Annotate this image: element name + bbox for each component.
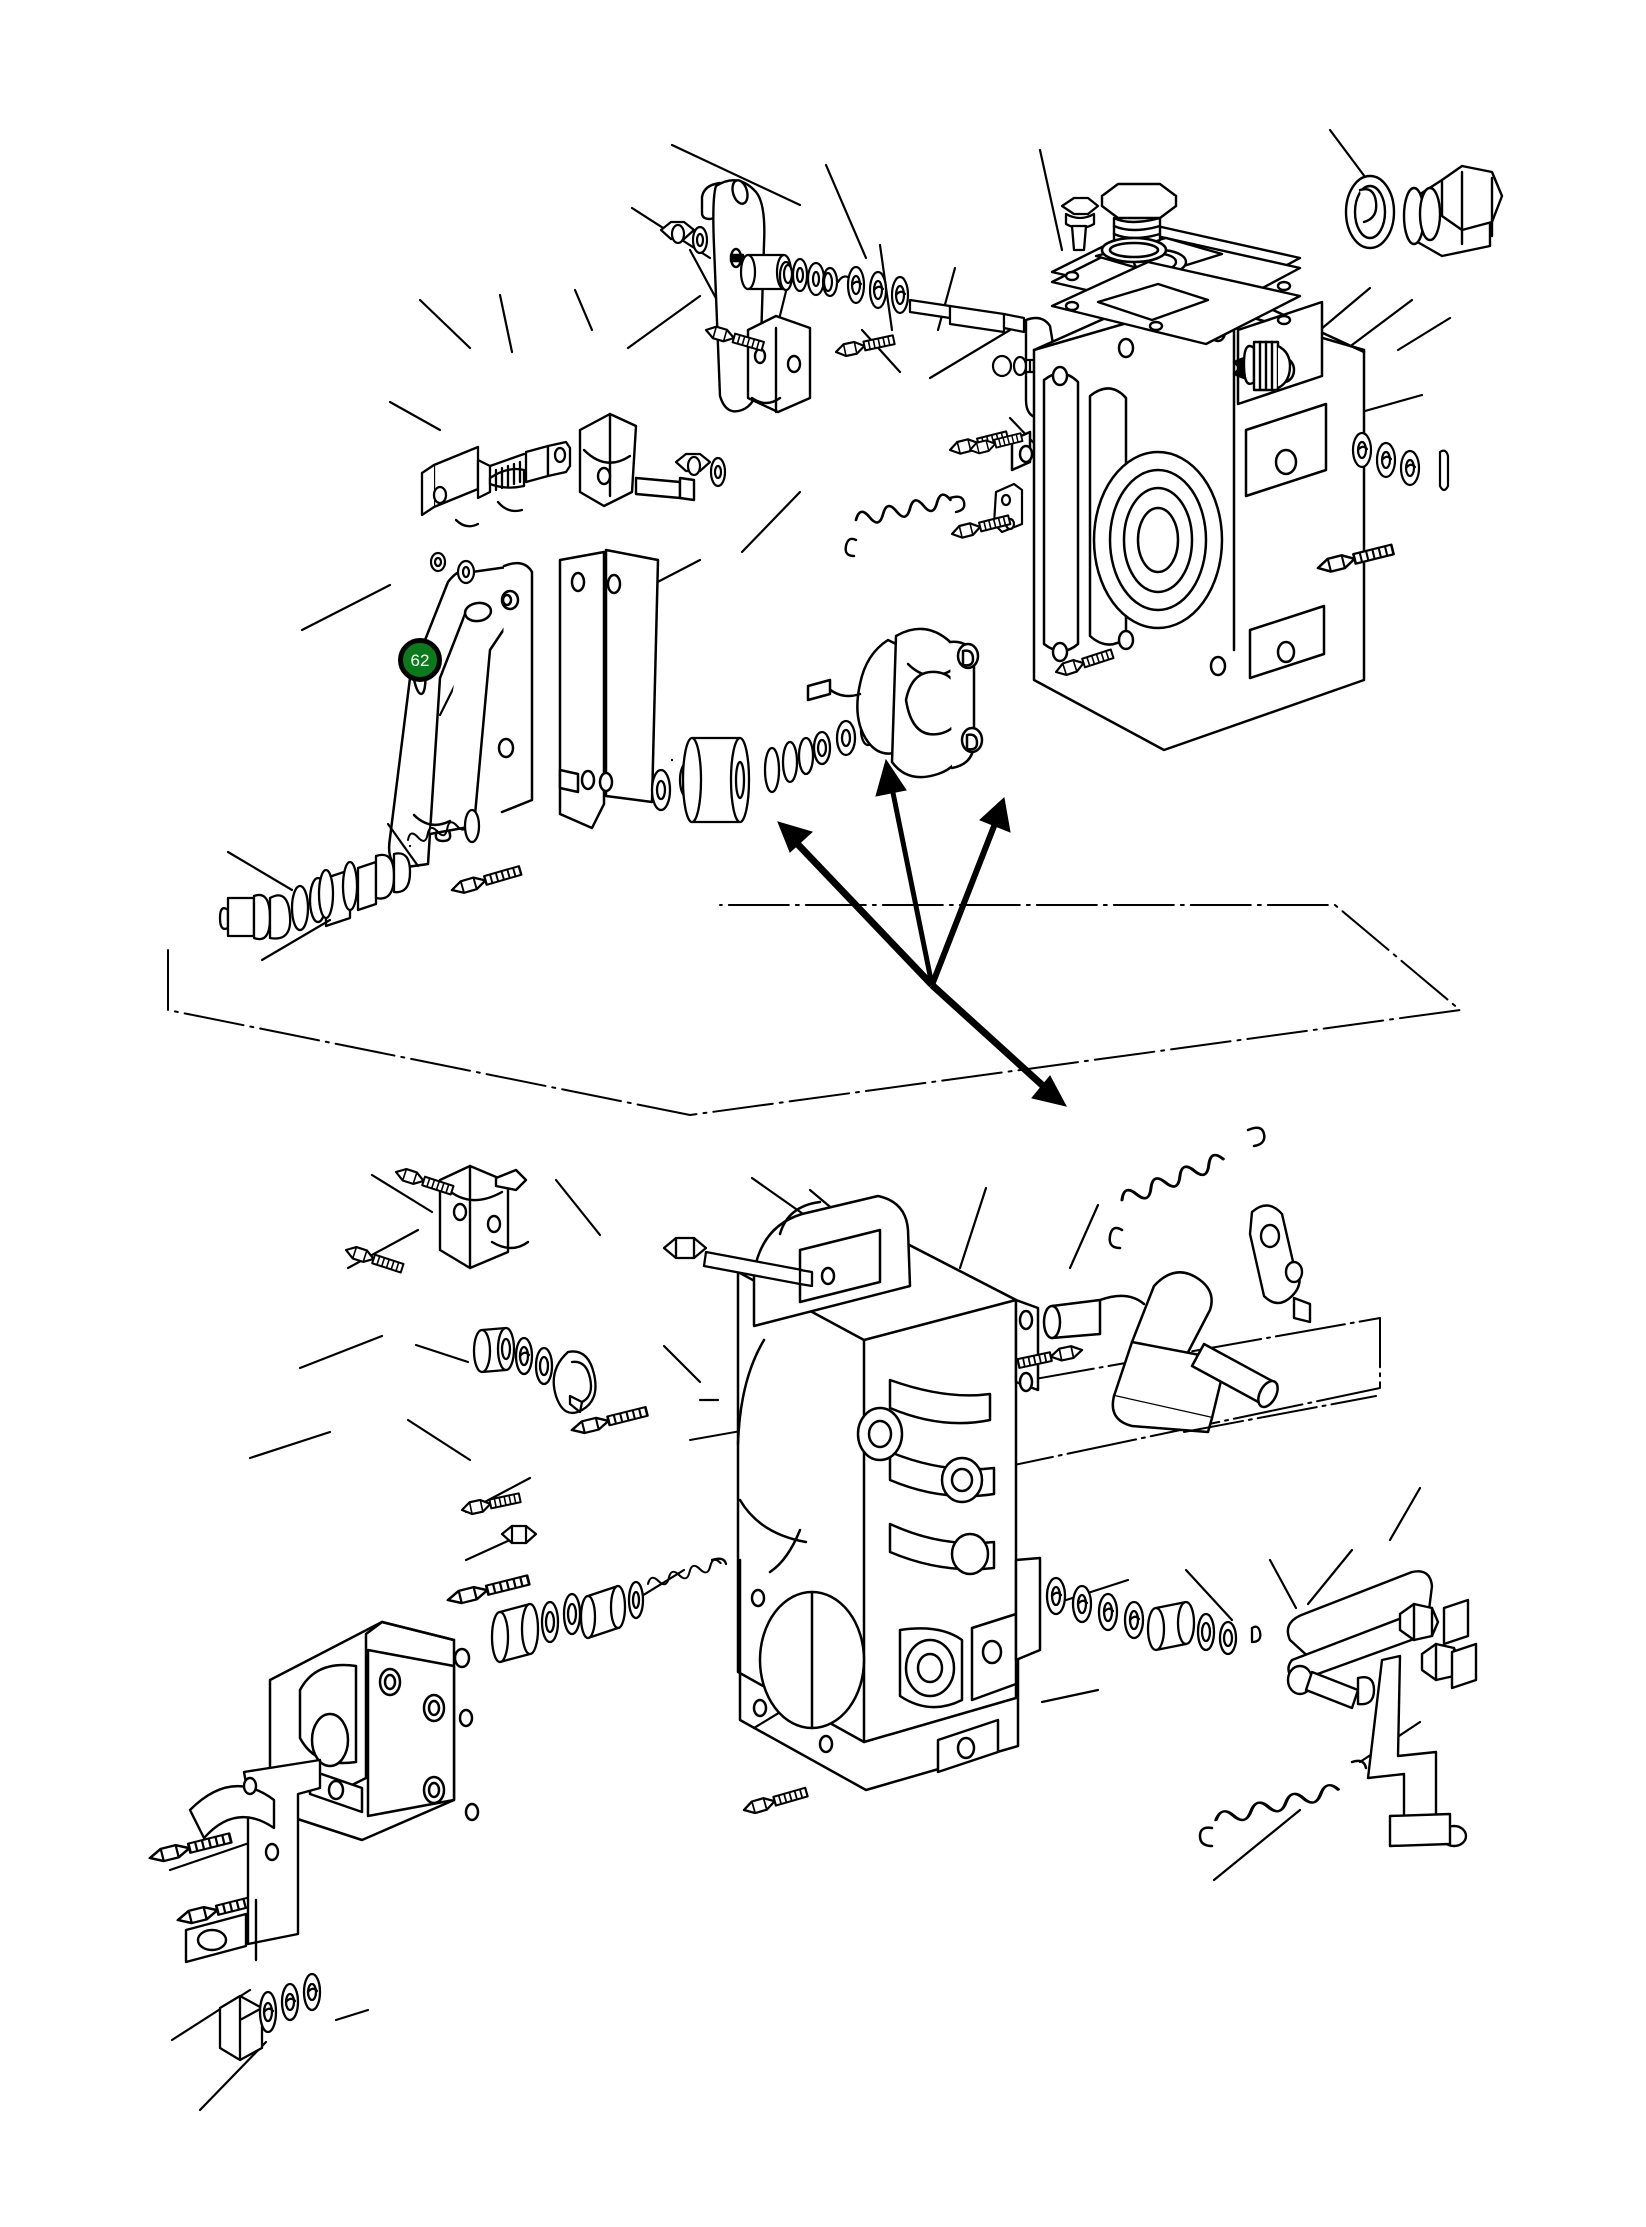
upper-left-nut-washer-cluster: [659, 220, 709, 255]
stop-lever-assembly: [1286, 1570, 1478, 1848]
governor-control-spring: [844, 491, 966, 558]
control-shaft-lever-bracket: [438, 1164, 530, 1270]
flyweight-carrier-assembly: [806, 627, 984, 779]
shaft-seal-cap-nut: [1344, 164, 1504, 258]
cover-o-ring: [1100, 236, 1168, 264]
stop-lever-bracket: [746, 314, 812, 414]
housing-bolt-left-nut: [500, 1524, 538, 1545]
control-link-lever: [1042, 1271, 1279, 1434]
housing-through-bolt-top: [662, 1236, 814, 1288]
governor-return-spring-upper: [1108, 1126, 1266, 1250]
full-load-adjust-screw-chain: [218, 808, 481, 941]
cover-stud-bolt-3: [146, 1830, 234, 1866]
link-pin-washer-stack: [1045, 1576, 1262, 1656]
spring-bracket-bolt-b: [949, 512, 1012, 541]
lower-governor-assembly: [146, 1126, 1478, 2112]
bracket-bolt-lower: [833, 332, 897, 359]
governor-housing-upper: [1010, 290, 1366, 752]
slotted-set-screw: [1232, 340, 1292, 392]
small-washer-pin-cluster: [1351, 431, 1450, 492]
governor-return-spring-lower: [1198, 1759, 1368, 1848]
detail-expansion-arrows: [777, 758, 1067, 1107]
governor-sleeve-spacer-stack: [650, 713, 877, 824]
support-bolt-lower-left: [449, 863, 524, 898]
housing-bolt-bottom-center: [741, 1785, 810, 1817]
cover-stud-bolt-1: [444, 1572, 532, 1608]
upper-left-lower-leaders: [226, 822, 420, 962]
drive-cover-clamp-yoke: [184, 1758, 322, 1964]
pump-drive-cover-flange: [268, 1620, 480, 1842]
idle-adjust-screw-assembly: [420, 440, 572, 528]
bottom-nut-washer-group: [218, 1972, 322, 2062]
bracket-washer-pair: [429, 551, 476, 585]
bearing-shim-snapring-cluster: [472, 1326, 597, 1415]
upper-reference-plate: [167, 904, 1461, 1116]
callout-badge-62[interactable]: 62: [398, 638, 442, 682]
lower-plate-support-lines: [1183, 1395, 1377, 1433]
link-lever-arm: [1248, 1204, 1312, 1324]
housing-bolt-left-lower: [459, 1490, 523, 1517]
support-bracket-plate: [558, 548, 660, 830]
control-lever-support-bracket: [387, 561, 534, 870]
lever-stop-bracket: [578, 412, 696, 508]
cover-banjo-bolt: [1060, 196, 1100, 252]
governor-cover-gasket: [1050, 260, 1302, 346]
lever-bracket-bolt-bottom: [343, 1243, 406, 1276]
governor-housing-lower: [736, 1194, 1042, 1792]
cover-sleeve-washer-stack: [490, 1557, 728, 1664]
upper-governor-assembly: [167, 128, 1504, 1116]
center-nut-washer-pair: [674, 452, 727, 488]
governor-shaft-bushing-stack: [739, 253, 1026, 334]
callout-badge-label: 62: [410, 650, 430, 670]
